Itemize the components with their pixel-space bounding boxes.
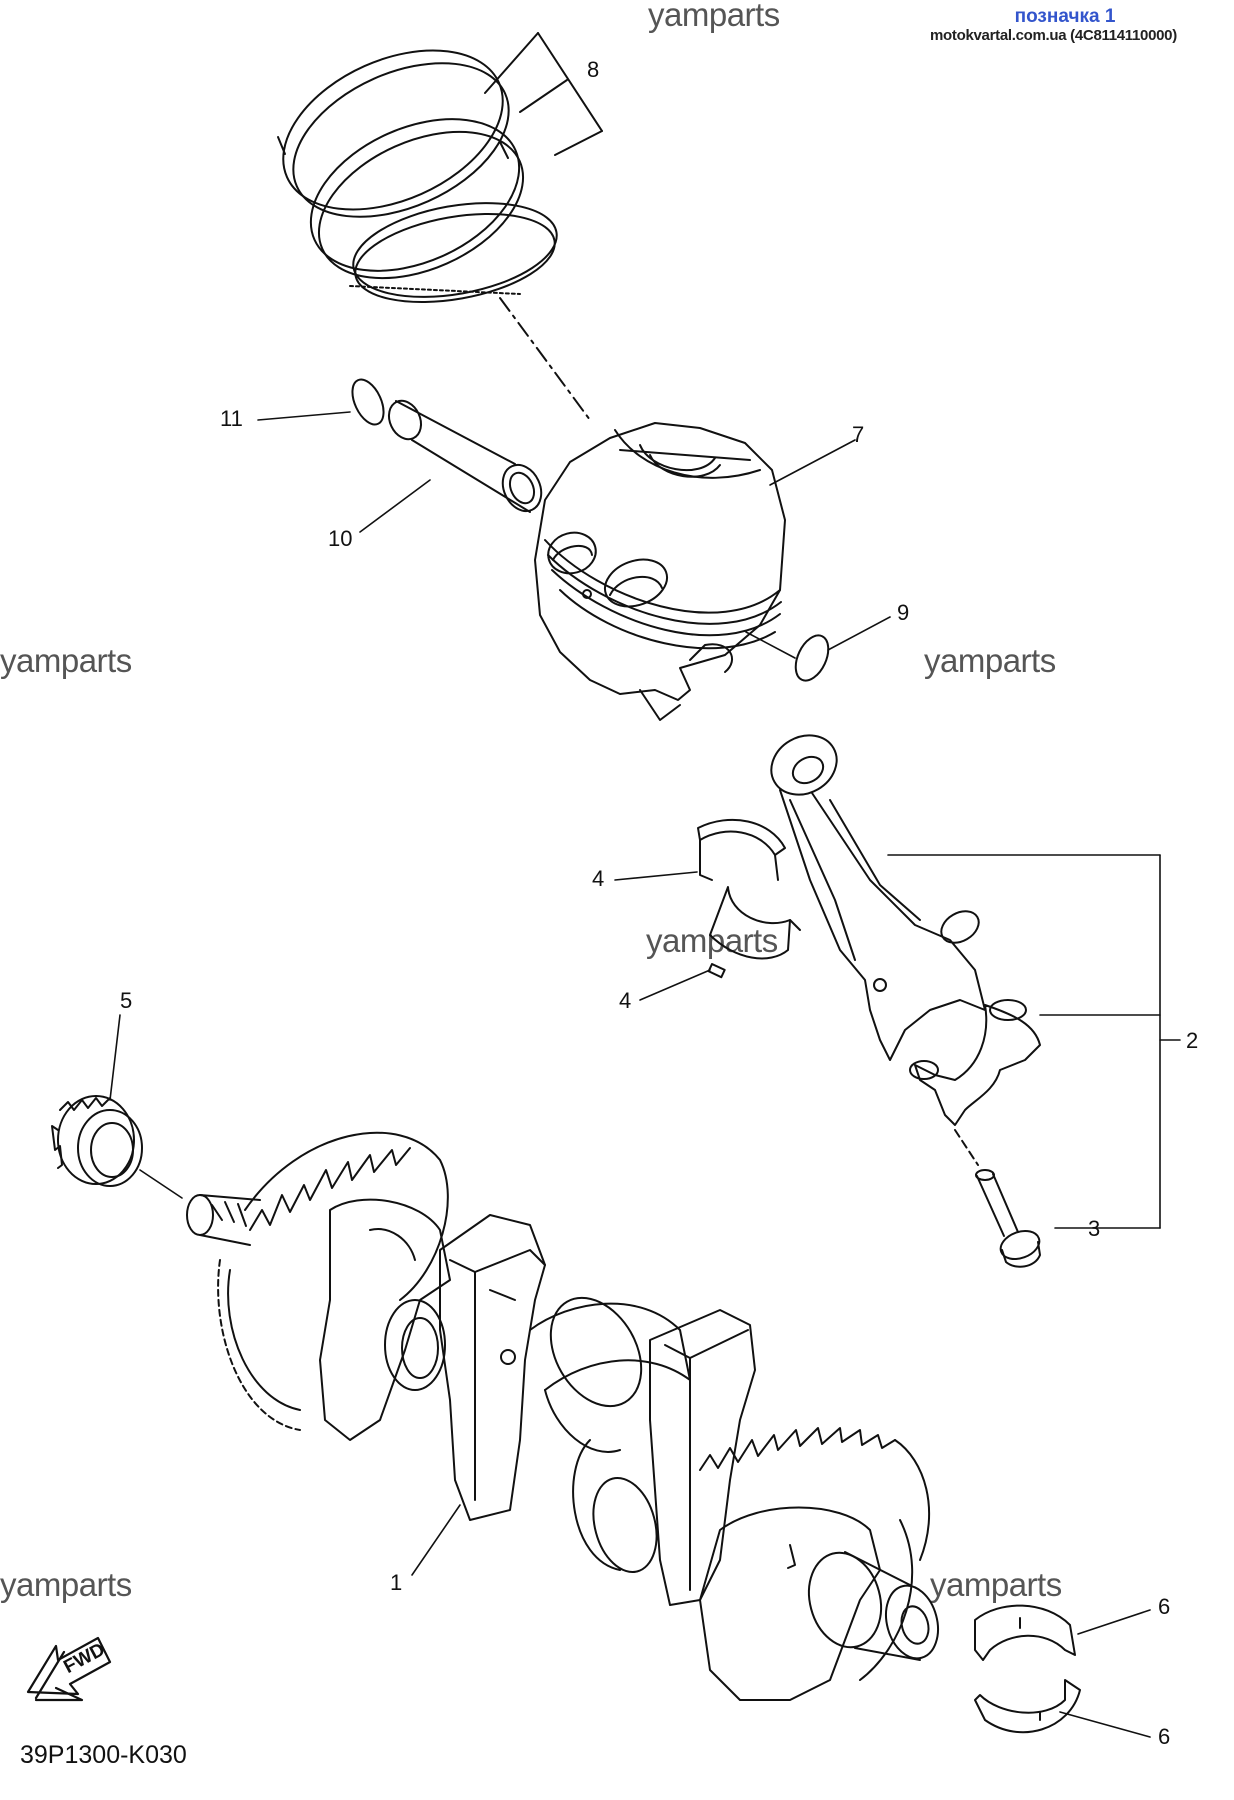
watermark: yamparts bbox=[648, 0, 780, 33]
callout-3: 3 bbox=[1088, 1216, 1101, 1241]
connecting-rod-cap bbox=[909, 999, 1041, 1126]
leader-lines bbox=[109, 411, 1181, 1738]
callout-11: 11 bbox=[220, 406, 243, 431]
circlip-11 bbox=[351, 378, 385, 426]
main-bearing-upper bbox=[974, 1604, 1076, 1661]
circlip-9 bbox=[794, 634, 830, 682]
callout-6a: 6 bbox=[1158, 1594, 1171, 1619]
main-bearing-lower bbox=[974, 1679, 1081, 1734]
callout-1: 1 bbox=[390, 1570, 403, 1595]
connecting-rod bbox=[770, 734, 986, 1061]
crankshaft bbox=[186, 1131, 939, 1701]
callout-9: 9 bbox=[897, 600, 910, 625]
callout-4b: 4 bbox=[619, 988, 632, 1013]
callout-5: 5 bbox=[120, 988, 133, 1013]
header-title: позначка 1 bbox=[1014, 6, 1116, 27]
watermark: yamparts bbox=[924, 642, 1056, 679]
piston-rings bbox=[277, 49, 558, 304]
callout-10: 10 bbox=[328, 526, 353, 551]
diagram-code: 39P1300-K030 bbox=[20, 1741, 187, 1769]
bearing-shell-upper bbox=[697, 818, 786, 881]
timing-sprocket bbox=[51, 1095, 143, 1187]
watermark: yamparts bbox=[930, 1566, 1062, 1603]
bearing-shell-lower bbox=[707, 886, 801, 979]
piston bbox=[534, 422, 786, 721]
callout-2: 2 bbox=[1186, 1028, 1199, 1053]
callout-6b: 6 bbox=[1158, 1724, 1171, 1749]
callout-7: 7 bbox=[852, 422, 865, 447]
piston-pin bbox=[387, 399, 543, 513]
callout-8: 8 bbox=[587, 57, 600, 82]
cap-bolt bbox=[954, 1129, 1041, 1268]
callout-4a: 4 bbox=[592, 866, 605, 891]
watermark: yamparts bbox=[0, 642, 132, 679]
watermark: yamparts bbox=[0, 1566, 132, 1603]
ring-set-bracket bbox=[484, 32, 603, 156]
header-subtitle: motokvartal.com.ua (4C8114110000) bbox=[930, 27, 1177, 44]
fwd-arrow bbox=[26, 1636, 112, 1702]
